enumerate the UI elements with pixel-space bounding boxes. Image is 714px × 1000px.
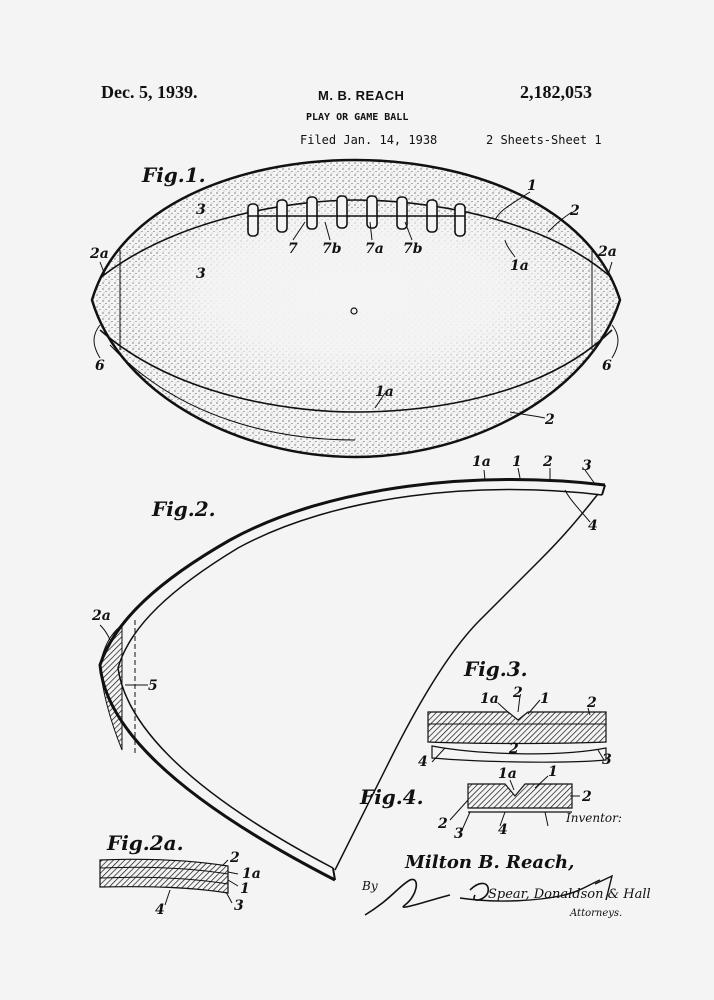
ref-fig3-2-mid: 2 <box>508 741 519 757</box>
ref-fig2-5: 5 <box>148 678 158 694</box>
fig1-football <box>90 158 622 459</box>
ref-7: 7 <box>288 241 298 257</box>
ref-fig3-1a: 1a <box>480 691 499 707</box>
ref-fig2-2: 2 <box>542 454 553 470</box>
fig3-label: Fig.3. <box>463 657 528 681</box>
ref-1: 1 <box>527 178 537 194</box>
ref-fig2a-2: 2 <box>229 850 240 866</box>
ref-fig3-3: 3 <box>602 752 612 768</box>
inventor-name-header: M. B. REACH <box>318 88 405 103</box>
fig2a-detail <box>99 858 239 906</box>
ref-fig3-2-top: 2 <box>512 685 523 701</box>
ref-7a: 7a <box>365 241 384 257</box>
patent-title: PLAY OR GAME BALL <box>306 112 409 123</box>
fig2a-label: Fig.2a. <box>106 831 184 855</box>
attorney-signature <box>364 874 614 916</box>
fig3-detail <box>427 695 607 763</box>
ref-fig4-2-left: 2 <box>437 816 448 832</box>
ref-fig2a-3: 3 <box>234 898 244 914</box>
ref-fig2a-1: 1 <box>240 881 250 897</box>
filed-date: Filed Jan. 14, 1938 <box>300 133 438 147</box>
ref-fig4-3: 3 <box>454 826 464 842</box>
ref-2a-right: 2a <box>597 244 617 260</box>
fig4-detail <box>449 775 580 831</box>
fig2-section <box>98 467 606 882</box>
ref-fig4-1a: 1a <box>498 766 517 782</box>
ref-fig2-3: 3 <box>582 458 592 474</box>
ref-6-left: 6 <box>95 358 105 374</box>
ref-fig2-1: 1 <box>512 454 522 470</box>
ref-fig4-4: 4 <box>498 822 508 838</box>
ref-fig3-4: 4 <box>418 754 428 770</box>
attorneys-signature-text: Spear, Donaldson & Hall <box>488 887 651 902</box>
ref-fig3-2-right: 2 <box>586 695 597 711</box>
ref-1a-top: 1a <box>510 258 529 274</box>
ref-2a-left: 2a <box>89 246 109 262</box>
ref-7b-right: 7b <box>403 241 423 257</box>
inventor-label: Inventor: <box>565 811 622 825</box>
ref-2: 2 <box>569 203 580 219</box>
fig1-label: Fig.1. <box>141 163 206 187</box>
ref-1a-bottom: 1a <box>375 384 394 400</box>
ref-fig4-2-right: 2 <box>581 789 592 805</box>
ref-fig2-1a: 1a <box>472 454 491 470</box>
ref-2-bottom: 2 <box>544 412 555 428</box>
ref-3: 3 <box>196 266 206 282</box>
fig4-label: Fig.4. <box>359 785 424 809</box>
ref-fig4-1: 1 <box>548 764 558 780</box>
ref-fig2-2a: 2a <box>91 608 111 624</box>
ref-fig2-4: 4 <box>588 518 598 534</box>
ref-fig2a-1a: 1a <box>242 866 261 882</box>
by-label: By <box>361 879 378 893</box>
ref-3-top: 3 <box>196 202 206 218</box>
ref-6-right: 6 <box>602 358 612 374</box>
patent-number: 2,182,053 <box>520 82 592 102</box>
fig2-label: Fig.2. <box>151 497 216 521</box>
ref-7b-left: 7b <box>322 241 342 257</box>
sheet-count: 2 Sheets-Sheet 1 <box>486 133 602 147</box>
attorneys-label: Attorneys. <box>569 908 622 919</box>
patent-date: Dec. 5, 1939. <box>101 82 198 102</box>
ref-fig3-1: 1 <box>540 691 550 707</box>
ref-fig2a-4: 4 <box>155 902 165 918</box>
laces <box>247 195 466 237</box>
inventor-signature-name: Milton B. Reach, <box>404 852 574 873</box>
